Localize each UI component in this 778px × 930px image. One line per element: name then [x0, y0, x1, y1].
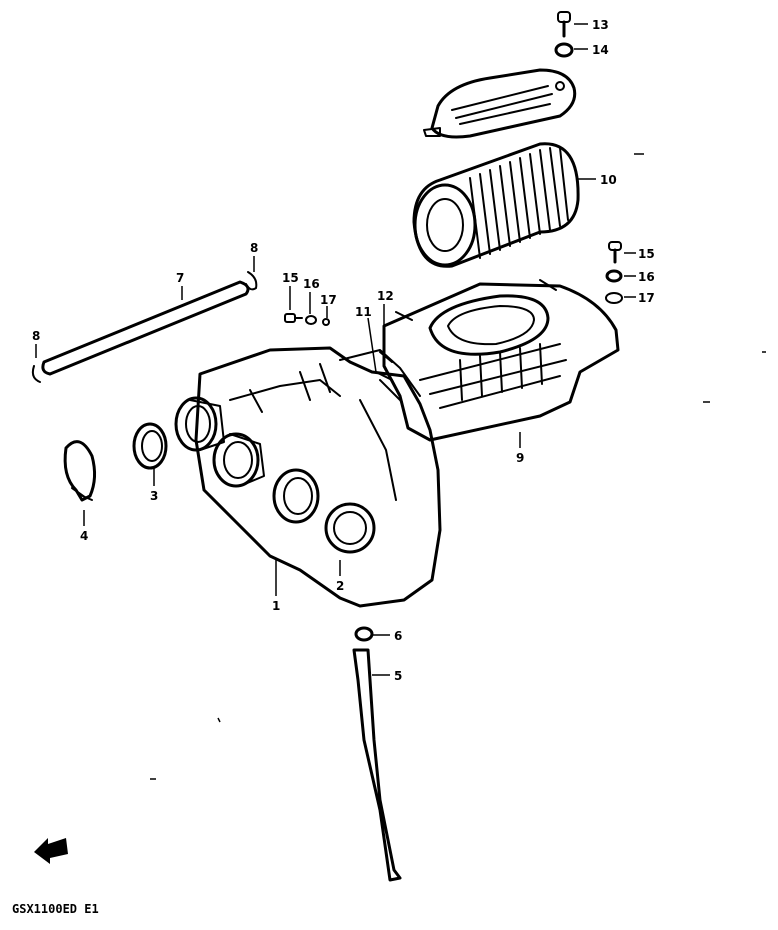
intake-boot-lower-right [324, 502, 376, 554]
callout-13: 13 [592, 18, 609, 32]
callout-2: 2 [336, 579, 344, 593]
callout-7: 7 [176, 271, 184, 285]
screw-13 [557, 11, 571, 38]
air-cleaner-case [382, 279, 620, 442]
fitting-11 [375, 371, 403, 403]
callout-3: 3 [150, 489, 158, 503]
air-filter-element [412, 142, 580, 268]
callout-5: 5 [394, 669, 402, 683]
screw-15-left [284, 313, 303, 323]
washer-16-left [305, 315, 317, 325]
callout-16-right: 16 [638, 270, 655, 284]
washer-17-left [322, 318, 330, 326]
drain-hose [352, 648, 402, 882]
air-cleaner-cover [423, 68, 577, 139]
callout-15-left: 15 [282, 271, 299, 285]
intake-box [194, 346, 442, 608]
clamp-ring [132, 422, 168, 470]
model-code-label: GSX1100ED E1 [12, 902, 99, 916]
intake-boot-middle [212, 432, 265, 488]
leader-lines [35, 23, 636, 676]
intake-boot-upper [174, 396, 225, 452]
callout-10: 10 [600, 173, 617, 187]
hose-clamp [63, 440, 97, 502]
washer-16-right [605, 269, 623, 283]
callout-15-right: 15 [638, 247, 655, 261]
callout-17-left: 17 [320, 293, 337, 307]
callout-1: 1 [272, 599, 280, 613]
callout-4: 4 [80, 529, 88, 543]
callout-8-lower: 8 [32, 329, 40, 343]
callout-16-left: 16 [303, 277, 320, 291]
washer-17-right [605, 292, 623, 304]
front-arrow-icon [34, 838, 68, 864]
clip-8-lower [31, 365, 41, 383]
drain-clip [354, 626, 374, 642]
callout-6: 6 [394, 629, 402, 643]
callout-labels: 13 14 10 15 16 17 8 7 15 16 17 12 11 8 9… [32, 18, 655, 683]
scan-specks [150, 153, 766, 780]
breather-pipe [41, 280, 250, 376]
callout-11: 11 [355, 305, 372, 319]
clip-8-upper [245, 271, 258, 291]
washer-14 [554, 42, 574, 58]
callout-12: 12 [377, 289, 394, 303]
callout-17-right: 17 [638, 291, 655, 305]
callout-14: 14 [592, 43, 609, 57]
screw-15-right [608, 241, 622, 264]
intake-boot-lower-left [272, 468, 320, 524]
callout-9: 9 [516, 451, 524, 465]
callout-8-upper: 8 [250, 241, 258, 255]
bolt-12 [379, 351, 393, 363]
